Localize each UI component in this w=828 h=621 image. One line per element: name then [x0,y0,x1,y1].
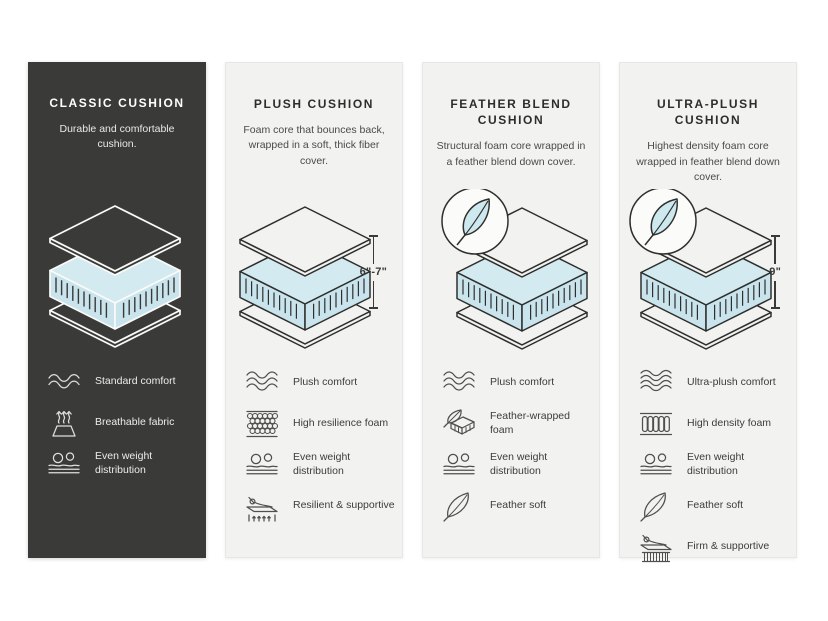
cushion-layers-diagram: 6"-7" [226,189,402,359]
measurement-label: 9" [769,265,781,278]
cushion-layers-diagram [423,189,599,359]
height-measurement-indicator: 9" [769,235,781,309]
feature-list: Plush comfort High resilie [226,359,402,522]
feature-label: Resilient & supportive [293,499,395,512]
even-weight-icon [46,448,84,480]
card-header: CLASSIC CUSHION Durable and comfortable … [28,62,206,188]
card-plush-cushion: PLUSH CUSHION Foam core that bounces bac… [225,62,403,558]
cushion-cards: CLASSIC CUSHION Durable and comfortable … [28,62,797,563]
card-ultra-plush-cushion: ULTRA-PLUSH CUSHION Highest density foam… [619,62,797,563]
card-header: PLUSH CUSHION Foam core that bounces bac… [226,63,402,189]
cushion-layers-diagram [28,188,206,358]
feature-row: Breathable fabric [46,407,200,439]
feature-row: Plush comfort [441,367,593,399]
feature-label: Feather soft [490,499,547,512]
feather-icon [638,490,676,522]
feature-row: Resilient & supportive [244,490,396,522]
mattress-illustration-icon [629,189,772,350]
card-title: ULTRA-PLUSH CUSHION [656,97,760,128]
card-description: Foam core that bounces back, wrapped in … [243,124,385,167]
height-measurement-indicator: 6"-7" [360,235,387,309]
feature-label: Firm & supportive [687,540,770,553]
firm-supportive-icon [638,531,676,563]
measure-line [774,280,776,307]
mattress-illustration-icon [49,205,181,348]
wave-3-icon [441,367,479,399]
card-header: ULTRA-PLUSH CUSHION Highest density foam… [620,63,796,189]
card-title: CLASSIC CUSHION [49,96,185,110]
feature-row: Plush comfort [244,367,396,399]
feature-label: Standard comfort [95,375,176,388]
card-header: FEATHER BLEND CUSHION Structural foam co… [423,63,599,189]
feature-label: Feather soft [687,499,744,512]
feature-label: High density foam [687,417,772,430]
feature-label: Even weight distribution [490,451,548,477]
even-weight-icon [244,449,282,481]
feature-row: Feather soft [638,490,790,522]
resilient-supportive-icon [244,490,282,522]
measure-bottom-cap [770,307,780,309]
card-title: PLUSH CUSHION [253,97,375,111]
feature-label: Breathable fabric [95,416,175,429]
top-layer [239,206,371,277]
feature-label: Feather-wrapped foam [490,410,570,436]
breathable-fabric-icon [46,407,84,439]
feature-row: Ultra-plush comfort [638,367,790,399]
cushion-layers-diagram: 9" [620,189,796,359]
feature-row: High density foam [638,408,790,440]
feature-row: Even weight distribution [244,449,396,481]
card-description: Structural foam core wrapped in a feathe… [436,140,586,168]
feather-wrapped-foam-icon [441,408,479,440]
feature-row: Even weight distribution [638,449,790,481]
feature-row: Standard comfort [46,366,200,398]
card-description: Durable and comfortable cushion. [59,123,175,151]
feature-list: Standard comfort Breathable fabric [28,358,206,480]
feature-label: Even weight distribution [293,451,351,477]
measure-top-cap [770,235,780,237]
wave-4-icon [638,367,676,399]
feature-list: Plush comfort Feath [423,359,599,522]
card-classic-cushion: CLASSIC CUSHION Durable and comfortable … [28,62,206,558]
feature-list: Ultra-plush comfort High density foam [620,359,796,563]
wave-2-icon [46,366,84,398]
feather-badge [441,189,509,255]
feather-icon [441,490,479,522]
even-weight-icon [638,449,676,481]
measure-bottom-cap [368,307,378,309]
card-feather-blend-cushion: FEATHER BLEND CUSHION Structural foam co… [422,62,600,558]
high-density-foam-icon [638,408,676,440]
feature-label: Plush comfort [490,376,555,389]
feature-row: Even weight distribution [441,449,593,481]
even-weight-icon [441,449,479,481]
measure-line [372,237,375,264]
feature-row: Feather-wrapped foam [441,408,593,440]
feature-label: High resilience foam [293,417,389,430]
measure-top-cap [368,235,378,237]
card-description: Highest density foam core wrapped in fea… [636,140,780,183]
mattress-illustration-icon [239,206,371,349]
feather-badge [629,189,697,255]
feature-row: Feather soft [441,490,593,522]
feature-label: Even weight distribution [687,451,745,477]
wave-3-icon [244,367,282,399]
measure-line [372,280,375,307]
feature-row: High resilience foam [244,408,396,440]
measurement-label: 6"-7" [359,265,387,278]
feature-row: Even weight distribution [46,448,200,480]
feature-label: Even weight distribution [95,450,153,476]
feature-row: Firm & supportive [638,531,790,563]
card-title: FEATHER BLEND CUSHION [450,97,572,128]
top-layer [49,205,181,276]
mattress-illustration-icon [441,189,588,350]
feature-label: Ultra-plush comfort [687,376,776,389]
feature-label: Plush comfort [293,376,358,389]
foam-bubbles-icon [244,408,282,440]
measure-line [774,237,776,264]
